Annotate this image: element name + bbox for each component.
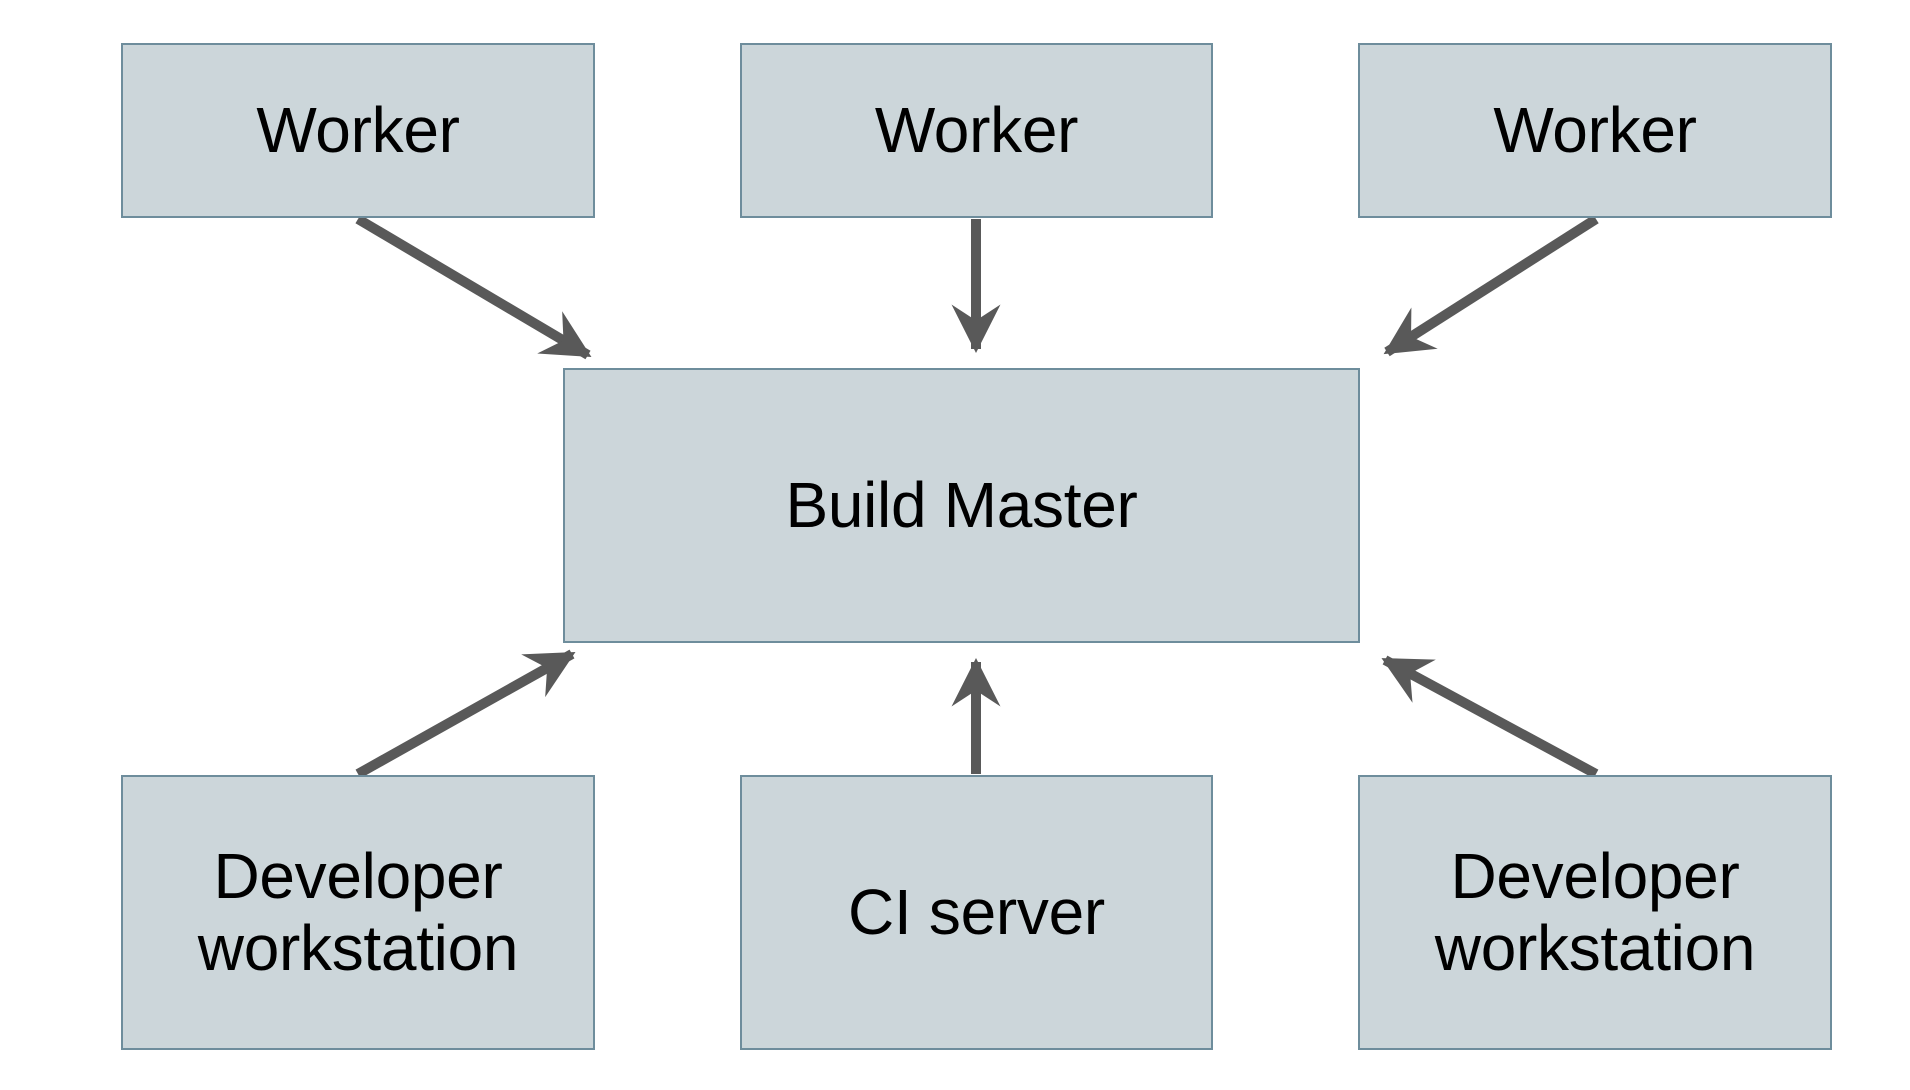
node-dev-workstation-2-label: Developer workstation: [1434, 839, 1756, 984]
node-worker-1-label: Worker: [256, 93, 460, 166]
node-ci-server[interactable]: CI server: [740, 775, 1213, 1050]
node-ci-server-label: CI server: [848, 875, 1105, 948]
node-worker-3-label: Worker: [1493, 93, 1697, 166]
node-dev-workstation-1[interactable]: Developer workstation: [121, 775, 595, 1050]
node-build-master[interactable]: Build Master: [563, 368, 1360, 643]
node-dev-workstation-2[interactable]: Developer workstation: [1358, 775, 1832, 1050]
node-worker-2-label: Worker: [874, 93, 1079, 166]
edge-dev-workstation-2-to-master: [1381, 655, 1599, 779]
node-worker-2[interactable]: Worker: [740, 43, 1213, 218]
node-dev-workstation-1-label: Developer workstation: [197, 839, 519, 984]
node-worker-3[interactable]: Worker: [1358, 43, 1832, 218]
edge-worker-1-to-master: [355, 214, 592, 360]
edge-dev-workstation-1-to-master: [355, 649, 576, 779]
edge-worker-3-to-master: [1383, 214, 1599, 357]
node-worker-1[interactable]: Worker: [121, 43, 595, 218]
node-build-master-label: Build Master: [785, 468, 1138, 541]
